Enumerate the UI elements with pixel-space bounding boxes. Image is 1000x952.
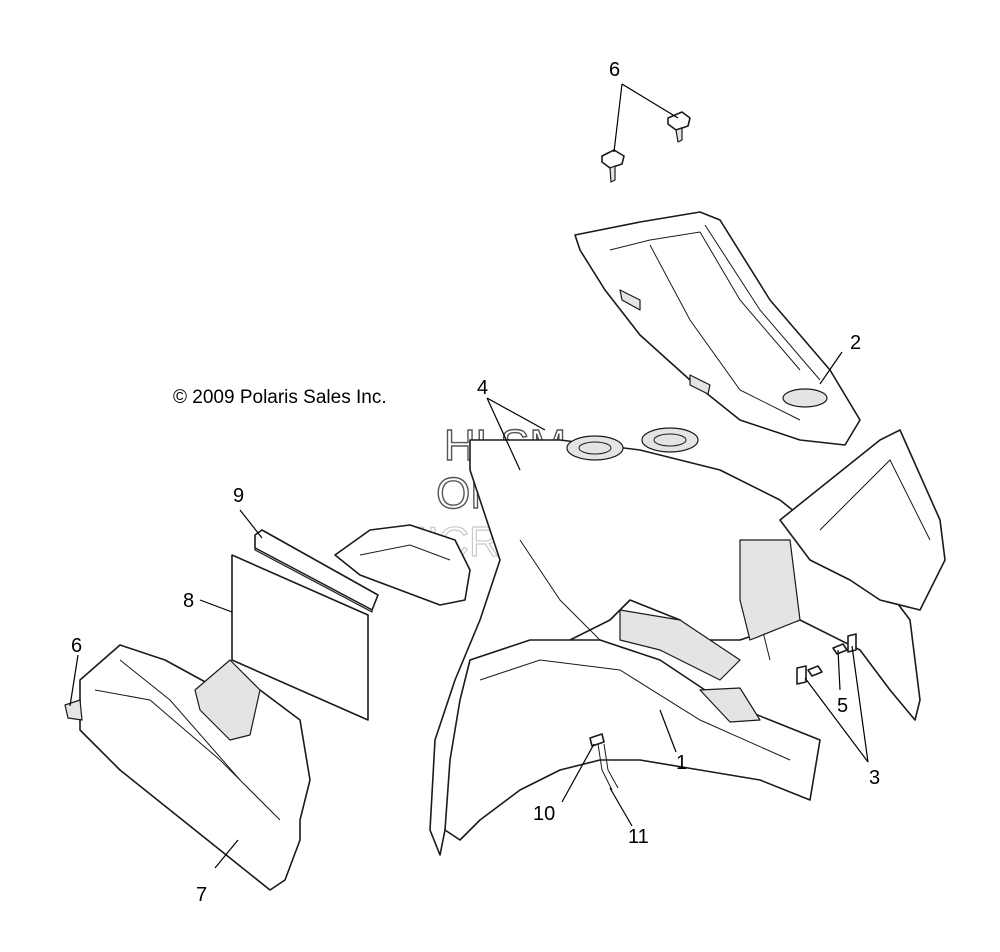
part-9-foam-strip[interactable] <box>254 529 379 613</box>
callout-1: 1 <box>676 752 687 774</box>
part-3-clip-b[interactable] <box>847 633 857 653</box>
part-1-front-body[interactable] <box>429 427 946 856</box>
part-11-strap[interactable] <box>597 743 619 791</box>
leader-lines <box>69 83 869 869</box>
part-2-rear-cover[interactable] <box>574 211 861 446</box>
callout-2: 2 <box>850 332 861 354</box>
screw-top-left[interactable] <box>601 149 625 183</box>
callout-6-top: 6 <box>609 59 620 81</box>
callout-4: 4 <box>477 377 488 399</box>
callout-8: 8 <box>183 590 194 612</box>
part-5-screw[interactable] <box>807 643 848 677</box>
part-7-side-panel[interactable] <box>64 644 311 891</box>
copyright-text: © 2009 Polaris Sales Inc. <box>173 387 387 408</box>
callout-3: 3 <box>869 767 880 789</box>
part-3-clip-a[interactable] <box>796 665 807 685</box>
callout-5: 5 <box>837 695 848 717</box>
callout-7: 7 <box>196 884 207 906</box>
callout-6-left: 6 <box>71 635 82 657</box>
screw-top-right[interactable] <box>667 111 691 143</box>
callout-9: 9 <box>233 485 244 507</box>
callout-11: 11 <box>628 826 649 848</box>
part-4-front-panel[interactable] <box>334 524 471 606</box>
part-10-clip[interactable] <box>589 733 605 747</box>
callout-10: 10 <box>533 803 555 825</box>
part-8-decal-sheet[interactable] <box>231 554 369 721</box>
callouts: 6 2 4 9 8 6 5 3 1 10 11 7 <box>71 59 880 906</box>
